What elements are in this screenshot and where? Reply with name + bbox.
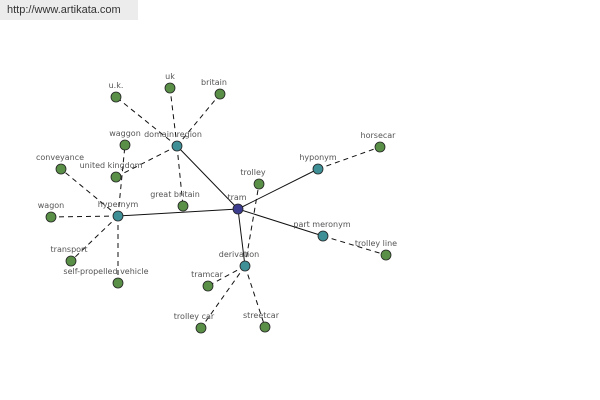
edge-tram-hyponym [237, 168, 319, 210]
label-uk: uk [165, 72, 175, 81]
label-u-k: u.k. [109, 81, 124, 90]
node-horsecar[interactable] [374, 141, 386, 153]
label-part-meronym: part meronym [293, 220, 350, 229]
node-domain-region[interactable] [171, 140, 183, 152]
node-u-k[interactable] [110, 91, 122, 103]
node-self-propelled-vehicle[interactable] [112, 277, 124, 289]
label-self-propelled-vehicle: self-propelled vehicle [63, 267, 148, 276]
label-hyponym: hyponym [299, 153, 337, 162]
node-great-britain[interactable] [177, 200, 189, 212]
labels: u.k. uk britain united kingdom great britain… [36, 72, 397, 321]
label-conveyance: conveyance [36, 153, 84, 162]
label-trolley-car: trolley car [174, 312, 215, 321]
edges [50, 87, 387, 329]
label-tram: tram [227, 193, 246, 202]
label-trolley: trolley [240, 168, 266, 177]
node-united-kingdom[interactable] [110, 171, 122, 183]
url-bar: http://www.artikata.com [0, 0, 138, 20]
label-hypernym: hypernym [98, 200, 139, 209]
edge-hypernym-waggon [117, 144, 126, 217]
node-tramcar[interactable] [202, 280, 214, 292]
node-trolley-car[interactable] [195, 322, 207, 334]
edge-domain-region-united-kingdom [115, 145, 178, 178]
edge-domain-region-britain [176, 93, 221, 147]
site-url[interactable]: http://www.artikata.com [7, 4, 121, 16]
edge-hypernym-wagon [50, 215, 119, 218]
edge-tram-domain-region [176, 145, 239, 210]
label-derivation: derivation [219, 250, 259, 259]
nodes [45, 82, 392, 334]
edge-domain-region-u-k [115, 96, 178, 147]
label-wagon: wagon [38, 201, 65, 210]
edge-tram-hypernym [117, 208, 239, 217]
edge-tram-part-meronym [237, 208, 324, 237]
edge-hypernym-conveyance [60, 168, 119, 217]
edge-domain-region-great-britain [176, 145, 184, 207]
node-wagon[interactable] [45, 211, 57, 223]
node-conveyance[interactable] [55, 163, 67, 175]
label-streetcar: streetcar [243, 311, 280, 320]
edge-derivation-trolley-car [200, 265, 246, 329]
node-trolley[interactable] [253, 178, 265, 190]
label-horsecar: horsecar [361, 131, 397, 140]
node-transport[interactable] [65, 255, 77, 267]
label-transport: transport [51, 245, 88, 254]
edge-hyponym-horsecar [317, 146, 381, 170]
label-great-britain: great britain [150, 190, 200, 199]
label-britain: britain [201, 78, 227, 87]
node-streetcar[interactable] [259, 321, 271, 333]
label-trolley-line: trolley line [355, 239, 397, 248]
label-united-kingdom: united kingdom [80, 161, 143, 170]
label-tramcar: tramcar [191, 270, 223, 279]
edge-part-meronym-trolley-line [322, 235, 387, 256]
node-hyponym[interactable] [312, 163, 324, 175]
label-domain-region: domain region [144, 130, 202, 139]
edge-tram-derivation [237, 208, 246, 267]
node-britain[interactable] [214, 88, 226, 100]
node-uk[interactable] [164, 82, 176, 94]
edge-derivation-streetcar [244, 265, 266, 328]
node-part-meronym[interactable] [317, 230, 329, 242]
node-tram[interactable] [232, 203, 244, 215]
edge-domain-region-uk [169, 87, 178, 147]
edge-derivation-trolley [244, 183, 260, 267]
node-derivation[interactable] [239, 260, 251, 272]
edge-hypernym-transport [70, 215, 119, 262]
edge-derivation-tramcar [207, 265, 246, 287]
node-hypernym[interactable] [112, 210, 124, 222]
node-trolley-line[interactable] [380, 249, 392, 261]
label-waggon: waggon [109, 129, 141, 138]
node-waggon[interactable] [119, 139, 131, 151]
